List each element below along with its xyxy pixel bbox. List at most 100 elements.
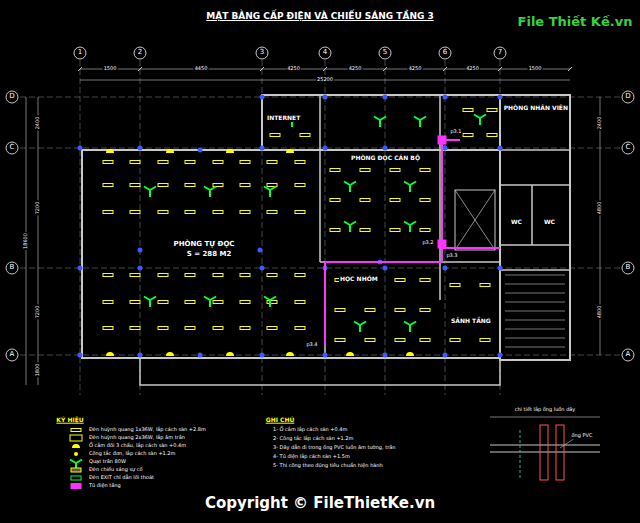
wall-line — [439, 262, 441, 300]
column-dot — [78, 146, 83, 151]
lamp-symbol — [267, 327, 277, 330]
lamp-symbol — [360, 229, 370, 232]
lamp-symbol — [487, 134, 497, 137]
dimension-text: 18600 — [23, 232, 29, 250]
column-dot — [498, 353, 503, 358]
lamp-symbol — [158, 211, 168, 214]
room-region: WC — [502, 185, 532, 245]
wall-line — [531, 185, 533, 245]
legend-entry: Tủ điện tầng — [88, 483, 122, 489]
column-dot — [323, 146, 328, 151]
dimension-tick — [260, 67, 264, 71]
wall-line — [500, 244, 570, 246]
detail-line — [490, 445, 600, 446]
axis-bubble — [622, 349, 634, 361]
watermark: File Thiết Kế.vn — [517, 15, 634, 29]
dimension-text: 1500 — [103, 66, 118, 72]
lamp-symbol — [420, 169, 430, 172]
column-dot — [383, 146, 388, 151]
lamp-symbol — [213, 184, 223, 187]
socket-symbol — [346, 352, 354, 356]
lamp-symbol — [70, 435, 82, 441]
stair-step — [505, 302, 565, 303]
legend-entry: Ổ cắm đôi 3 chấu, lắp cách sàn +0.4m — [88, 443, 187, 449]
lamp-symbol — [395, 339, 405, 342]
room-name: SẢNH TẦNG — [450, 318, 492, 325]
socket-symbol — [226, 352, 234, 356]
stair-step — [505, 347, 565, 348]
lamp-symbol — [158, 301, 168, 304]
column-dot — [383, 95, 388, 100]
axis-bubble — [494, 47, 506, 59]
legend-entry: Đèn huỳnh quang 1x36W, lắp cách sàn +2.8… — [88, 427, 207, 433]
axis-line — [325, 60, 326, 395]
column-dot — [323, 353, 328, 358]
pipe-symbol — [540, 425, 548, 480]
column-dot — [260, 353, 265, 358]
room-name: PHÒNG TỰ ĐỌC — [173, 240, 236, 248]
axis-label: 7 — [497, 49, 503, 57]
room-region: SẢNH TẦNG — [440, 262, 500, 357]
axis-label: 6 — [442, 49, 448, 57]
lamp-symbol — [335, 339, 345, 342]
column-dot — [258, 248, 263, 253]
note-text: 5- Thi công theo đúng tiêu chuẩn hiện hà… — [272, 463, 384, 469]
fan-symbol — [404, 322, 416, 333]
lamp-symbol — [103, 274, 113, 277]
wall-line — [455, 190, 495, 250]
lamp-symbol — [420, 339, 430, 342]
axis-label: B — [625, 264, 632, 272]
pipe-symbol — [556, 425, 564, 480]
stair-step — [505, 284, 565, 285]
column-dot — [198, 148, 203, 153]
lamp-symbol — [360, 199, 370, 202]
panel-label: p3.3 — [445, 253, 458, 259]
lamp-symbol — [103, 327, 113, 330]
lamp-symbol — [158, 327, 168, 330]
room-name: S = 288 M2 — [186, 250, 233, 258]
axis-line — [445, 60, 446, 395]
lamp-symbol — [213, 274, 223, 277]
emergency-lamp-symbol — [71, 468, 81, 472]
column-dot — [443, 146, 448, 151]
column-dot — [260, 266, 265, 271]
column-dot — [383, 353, 388, 358]
axis-bubble — [134, 47, 146, 59]
fan-symbol — [474, 115, 486, 126]
room-name: WC — [510, 219, 523, 226]
axis-line — [140, 60, 141, 395]
column-dot — [78, 266, 83, 271]
lamp-symbol — [103, 301, 113, 304]
note-text: 4- Tủ điện lắp cách sàn +1.5m — [272, 454, 351, 460]
lamp-symbol — [395, 309, 405, 312]
note-text: 1- Ổ cắm lắp cách sàn +0.4m — [272, 427, 348, 433]
axis-label: 3 — [259, 49, 265, 57]
stair-step — [505, 329, 565, 330]
lamp-symbol — [158, 184, 168, 187]
axis-line — [385, 60, 386, 395]
exit-sign-symbol — [71, 476, 81, 480]
lamp-symbol — [158, 274, 168, 277]
lamp-symbol — [330, 229, 340, 232]
axis-label: 1 — [77, 49, 83, 57]
wall-outline — [500, 95, 570, 360]
wall-outline — [140, 358, 500, 385]
panel-symbol — [438, 136, 446, 144]
lamp-symbol — [450, 284, 460, 287]
lamp-symbol — [130, 327, 140, 330]
column-dot — [198, 353, 203, 358]
fan-symbol — [374, 117, 386, 128]
legend-entry: Công tắc đơn, lắp cách sàn +1.2m — [88, 451, 176, 457]
lamp-symbol — [240, 274, 250, 277]
lamp-symbol — [213, 211, 223, 214]
axis-bubble — [74, 47, 86, 59]
lamp-symbol — [185, 301, 195, 304]
axis-label: C — [625, 144, 632, 152]
axis-label: 5 — [382, 49, 388, 57]
dimension-text: 4800 — [597, 304, 603, 319]
lamp-symbol — [130, 161, 140, 164]
column-dot — [498, 95, 503, 100]
legend-entry: Đèn chiếu sáng sự cố — [88, 467, 144, 473]
panel-label: p3.4 — [305, 342, 318, 348]
socket-symbol — [166, 149, 174, 153]
